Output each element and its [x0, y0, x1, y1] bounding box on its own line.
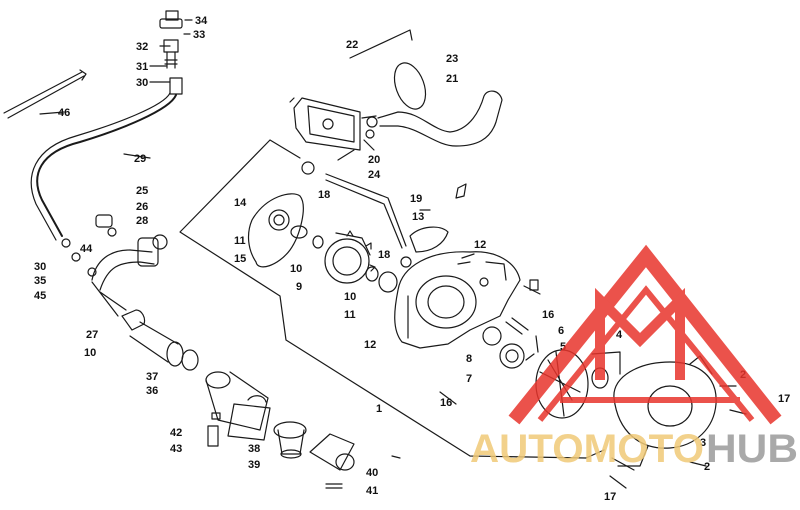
thermostat-39	[273, 421, 307, 459]
label-21: 21	[446, 73, 458, 85]
label-19: 19	[410, 193, 422, 205]
label-20a: 20	[368, 154, 380, 166]
cover-14	[247, 193, 308, 268]
assembly-bracket-1	[179, 139, 605, 459]
label-18b: 18	[378, 249, 390, 261]
thermostat-housing-38	[205, 371, 271, 441]
zip-tie-46	[3, 69, 87, 119]
label-44: 44	[80, 243, 93, 255]
gasket-23	[393, 62, 427, 110]
label-31: 31	[136, 61, 148, 73]
label-8: 8	[466, 353, 472, 365]
label-30: 30	[136, 77, 148, 89]
label-13: 13	[412, 211, 424, 223]
watermark-logo	[508, 244, 782, 425]
label-33: 33	[193, 29, 205, 41]
watermark-brand-b: HUB	[706, 427, 798, 471]
label-10a: 10	[290, 263, 302, 275]
coolant-pipe-27	[61, 214, 168, 317]
watermark-text: AUTOMOTO HUB	[470, 427, 798, 471]
label-36: 36	[146, 385, 158, 397]
label-42: 42	[170, 427, 182, 439]
callout-labels: 34 33 32 31 30 46 29 22 23 21 20 24 18 1…	[34, 15, 790, 503]
label-6: 6	[558, 325, 564, 337]
label-9: 9	[296, 281, 302, 293]
label-30b: 30	[34, 261, 46, 273]
label-25: 25	[136, 185, 148, 197]
label-5: 5	[560, 341, 566, 353]
label-27: 27	[86, 329, 98, 341]
label-17a: 17	[604, 491, 616, 503]
label-12a: 12	[474, 239, 486, 251]
label-45: 45	[34, 290, 46, 302]
label-18a: 18	[318, 189, 330, 201]
hose-29	[36, 94, 177, 237]
label-26: 26	[136, 201, 148, 213]
gear-9	[312, 230, 376, 284]
pump-housing	[394, 251, 521, 349]
label-34: 34	[195, 15, 208, 27]
label-10b: 10	[344, 291, 356, 303]
label-16a: 16	[542, 309, 554, 321]
label-14: 14	[234, 197, 247, 209]
label-10c: 10	[84, 347, 96, 359]
label-38: 38	[248, 443, 260, 455]
label-11b: 11	[344, 309, 356, 321]
label-41: 41	[366, 485, 378, 497]
label-22: 22	[346, 39, 358, 51]
label-23: 23	[446, 53, 458, 65]
label-35: 35	[34, 275, 46, 287]
cover-13	[409, 226, 449, 253]
hose-21	[377, 90, 503, 147]
label-40: 40	[366, 467, 378, 479]
label-37: 37	[146, 371, 158, 383]
watermark-brand-a: AUTOMOTO	[470, 427, 704, 471]
label-12b: 12	[364, 339, 376, 351]
label-11a: 11	[234, 235, 246, 247]
label-17b: 17	[778, 393, 790, 405]
hose-fitting-top	[159, 10, 183, 95]
label-4: 4	[616, 329, 623, 341]
label-1: 1	[376, 403, 382, 415]
label-7: 7	[466, 373, 472, 385]
label-2b: 2	[704, 461, 710, 473]
label-39: 39	[248, 459, 260, 471]
outlet-40	[309, 433, 355, 489]
label-28: 28	[136, 215, 148, 227]
label-15: 15	[234, 253, 246, 265]
label-24: 24	[368, 169, 381, 181]
label-43: 43	[170, 443, 182, 455]
label-29: 29	[134, 153, 146, 165]
label-16b: 16	[440, 397, 452, 409]
label-3: 3	[700, 437, 706, 449]
regulator-22	[293, 97, 377, 151]
label-32: 32	[136, 41, 148, 53]
shaft-19	[325, 173, 407, 249]
label-46: 46	[58, 107, 70, 119]
